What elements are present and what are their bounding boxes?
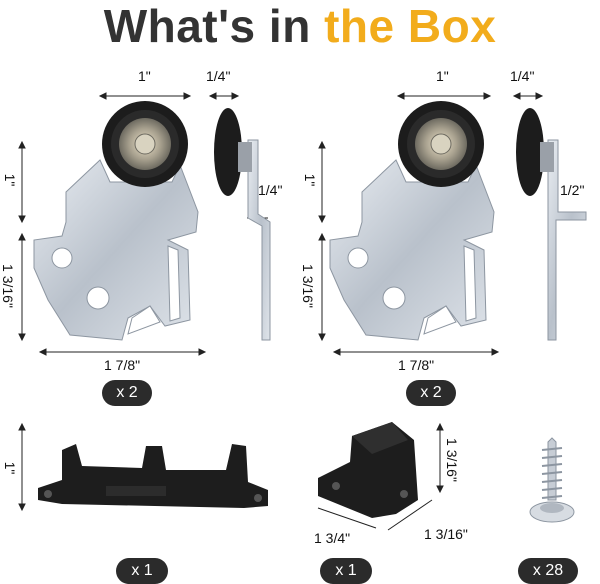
roller-b-quantity-badge: x 2 [406, 380, 456, 406]
roller-a-width-bottom-label: 1 7/8" [104, 357, 141, 373]
roller-b-height-bottom-label: 1 3/16" [300, 264, 316, 308]
roller-b-side-width-label: 1/4" [510, 68, 535, 84]
roller-assembly-b [318, 92, 587, 356]
screw-quantity-badge: x 28 [518, 558, 578, 584]
bracket-height-label: 1 3/16" [444, 438, 460, 482]
roller-a-quantity-badge: x 2 [102, 380, 152, 406]
roller-b-side-offset-label: 1/2" [560, 182, 585, 198]
roller-a-width-top-label: 1" [138, 68, 151, 84]
roller-a-side-offset-label: 1/4" [258, 182, 283, 198]
bracket-depth-label: 1 3/4" [314, 530, 351, 546]
roller-a-side-width-label: 1/4" [206, 68, 231, 84]
roller-a-height-top-label: 1" [2, 173, 18, 187]
bracket [317, 422, 444, 531]
guide-quantity-badge: x 1 [116, 558, 168, 584]
title-part-2: the Box [324, 0, 497, 52]
roller-b-width-bottom-label: 1 7/8" [398, 357, 435, 373]
roller-b-width-top-label: 1" [436, 68, 449, 84]
title-part-1: What's in [103, 0, 325, 52]
roller-b-height-top-label: 1" [302, 173, 318, 187]
roller-assembly-a [18, 92, 271, 356]
bracket-quantity-badge: x 1 [320, 558, 372, 584]
guide-height-label: 1" [2, 461, 18, 475]
bottom-guide [18, 422, 268, 512]
roller-a-height-bottom-label: 1 3/16" [0, 264, 16, 308]
page-title: What's in the Box [0, 0, 600, 52]
bracket-width-label: 1 3/16" [424, 526, 468, 542]
screw [529, 437, 575, 523]
